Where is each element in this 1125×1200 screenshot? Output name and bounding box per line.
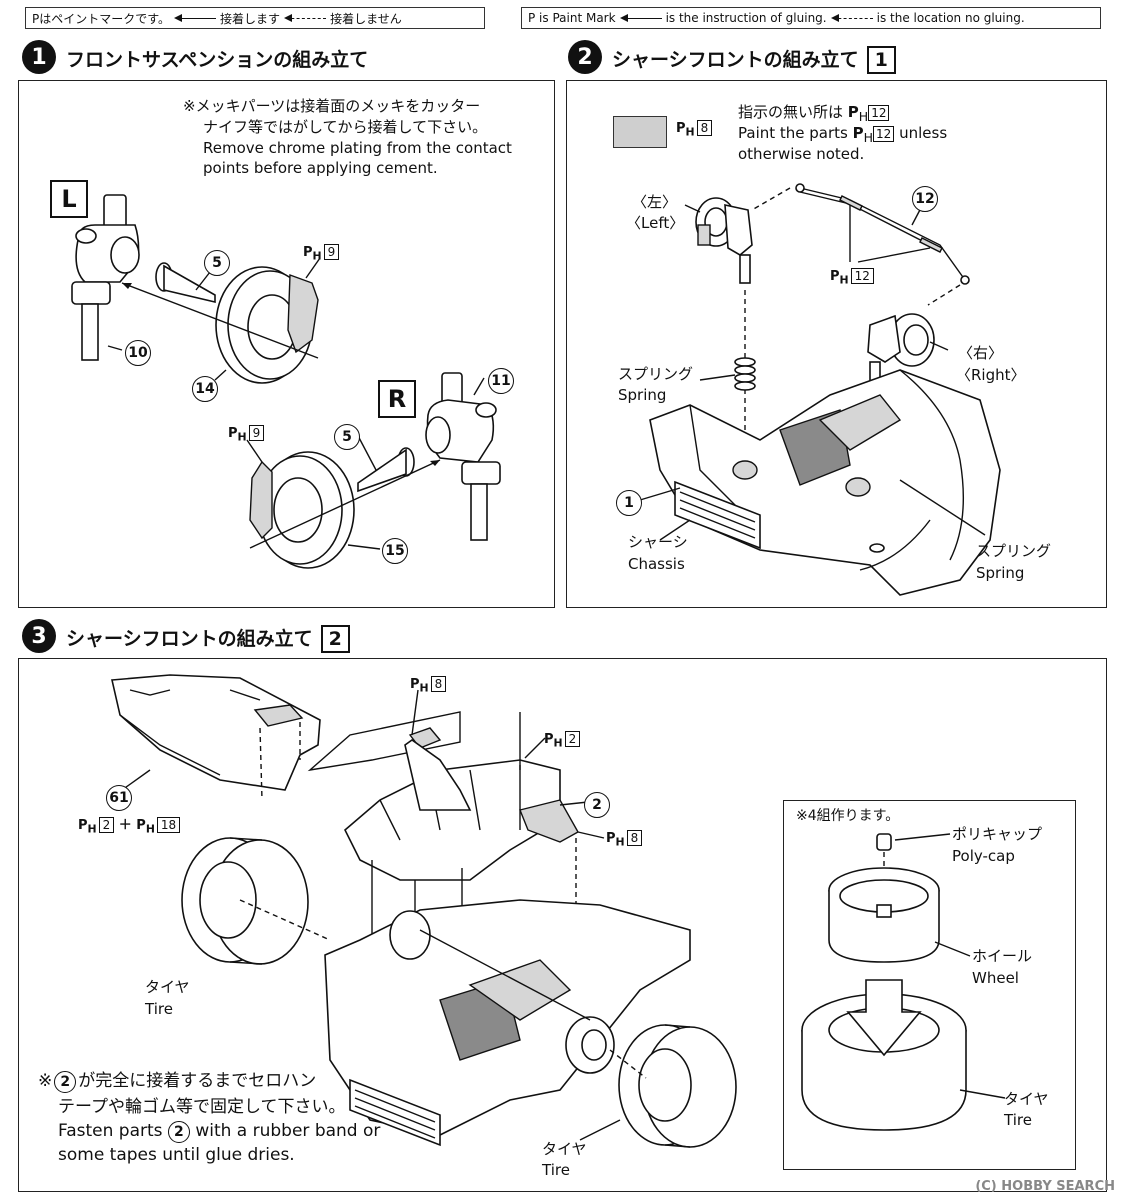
step3-note-en-2: some tapes until glue dries. [58, 1145, 295, 1165]
step3-number: 3 [22, 619, 56, 653]
step3-title-text: シャーシフロントの組み立て [66, 628, 313, 650]
part-14: 14 [192, 376, 218, 402]
step1-number: 1 [22, 40, 56, 74]
spring-label-jp-right: スプリング [976, 542, 1052, 560]
left-side-tag: L [50, 180, 88, 218]
part-2: 2 [584, 792, 610, 818]
step3-chassis-drawing [324, 899, 691, 1147]
front-bumper-drawing [111, 674, 321, 791]
step3-inset-panel [783, 800, 1076, 1170]
part-61: 61 [106, 785, 132, 811]
step2-box-number: 1 [866, 46, 896, 74]
left-axle-drawing [155, 262, 216, 304]
tire-label-en-inset: Tire [1004, 1111, 1032, 1129]
tire-label-jp-left: タイヤ [145, 978, 190, 996]
legend-glue-jp: 接着します [220, 11, 281, 26]
right-knuckle-drawing [425, 372, 501, 541]
paint-swatch [613, 116, 667, 148]
legend-no-glue-en: is the location no gluing. [876, 11, 1025, 25]
part-5-right: 5 [334, 424, 360, 450]
tire-label-jp-inset: タイヤ [1004, 1090, 1049, 1108]
part-10: 10 [125, 340, 151, 366]
legend-mark-en: P is Paint Mark [528, 11, 616, 25]
part-12: 12 [912, 186, 938, 212]
step3-left-tire-drawing [181, 837, 309, 965]
glue-arrow [174, 13, 217, 22]
step3-note-en-1: Fasten parts 2 with a rubber band or [58, 1121, 381, 1143]
legend-jp: Pはペイントマークです。 接着します 接着しません [25, 7, 485, 29]
wheel-label-en: Wheel [972, 969, 1019, 987]
tire-label-en-right: Tire [542, 1161, 570, 1179]
spring-label-jp-left: スプリング [618, 365, 694, 383]
step2-panel [566, 80, 1107, 608]
step3-title: シャーシフロントの組み立て 2 [66, 624, 350, 653]
step1-note-jp-2: ナイフ等ではがしてから接着して下さい。 [203, 118, 488, 136]
part-11: 11 [488, 368, 514, 394]
step2-left-upright-drawing [695, 197, 753, 284]
part-5-left: 5 [204, 250, 230, 276]
step3-note-jp-2: テープや輪ゴム等で固定して下さい。 [58, 1097, 346, 1117]
left-label-jp: 〈左〉 [632, 193, 678, 211]
chassis-label-en: Chassis [628, 555, 685, 573]
tire-label-en-left: Tire [145, 1000, 173, 1018]
step3-right-tire-drawing [618, 1024, 737, 1148]
step1-note-jp-1: ※メッキパーツは接着面のメッキをカッター [183, 97, 481, 115]
right-label-jp: 〈右〉 [958, 344, 1004, 362]
left-spring-drawing [734, 357, 756, 391]
step2-right-upright-drawing [867, 313, 935, 388]
left-brake-disc-drawing [215, 266, 319, 384]
no-glue-arrow [830, 13, 873, 22]
step1-title: フロントサスペンションの組み立て [66, 49, 369, 71]
right-label-en: 〈Right〉 [956, 366, 1026, 384]
step1-panel [18, 80, 555, 608]
part-15: 15 [382, 538, 408, 564]
step1-note-en-2: points before applying cement. [203, 159, 438, 177]
inset-wheel-drawing [801, 833, 967, 1131]
step3-panel [18, 658, 1107, 1192]
legend-en: P is Paint Mark is the instruction of gl… [521, 7, 1101, 29]
part-1: 1 [616, 490, 642, 516]
watermark: (C) HOBBY SEARCH [975, 1179, 1115, 1194]
right-brake-disc-drawing [249, 451, 355, 569]
polycap-label-en: Poly-cap [952, 847, 1015, 865]
chassis-label-jp: シャーシ [628, 533, 688, 551]
right-side-tag: R [378, 380, 416, 418]
left-label-en: 〈Left〉 [626, 214, 685, 232]
wheel-label-jp: ホイール [972, 947, 1033, 965]
step3-box-number: 2 [320, 625, 350, 653]
chassis-drawing [649, 369, 1001, 596]
step2-note-en-2: otherwise noted. [738, 145, 865, 163]
polycap-label-jp: ポリキャップ [952, 825, 1043, 843]
legend-glue-en: is the instruction of gluing. [665, 11, 827, 25]
step2-number: 2 [568, 40, 602, 74]
step2-title: シャーシフロントの組み立て 1 [612, 45, 896, 74]
step3-frame-drawing [344, 727, 579, 881]
legend-no-glue-jp: 接着しません [330, 11, 402, 26]
step2-title-text: シャーシフロントの組み立て [612, 49, 859, 71]
tie-rod-drawing [795, 183, 970, 285]
no-glue-arrow [284, 13, 327, 22]
step1-note-en-1: Remove chrome plating from the contact [203, 139, 512, 157]
legend-mark-jp: Pはペイントマークです。 [32, 11, 171, 26]
glue-arrow [619, 13, 662, 22]
inset-note: ※4組作ります。 [796, 808, 900, 824]
spring-label-en-right: Spring [976, 564, 1025, 582]
tire-label-jp-right: タイヤ [542, 1140, 587, 1158]
left-knuckle-drawing [71, 194, 140, 361]
spring-label-en-left: Spring [618, 386, 667, 404]
